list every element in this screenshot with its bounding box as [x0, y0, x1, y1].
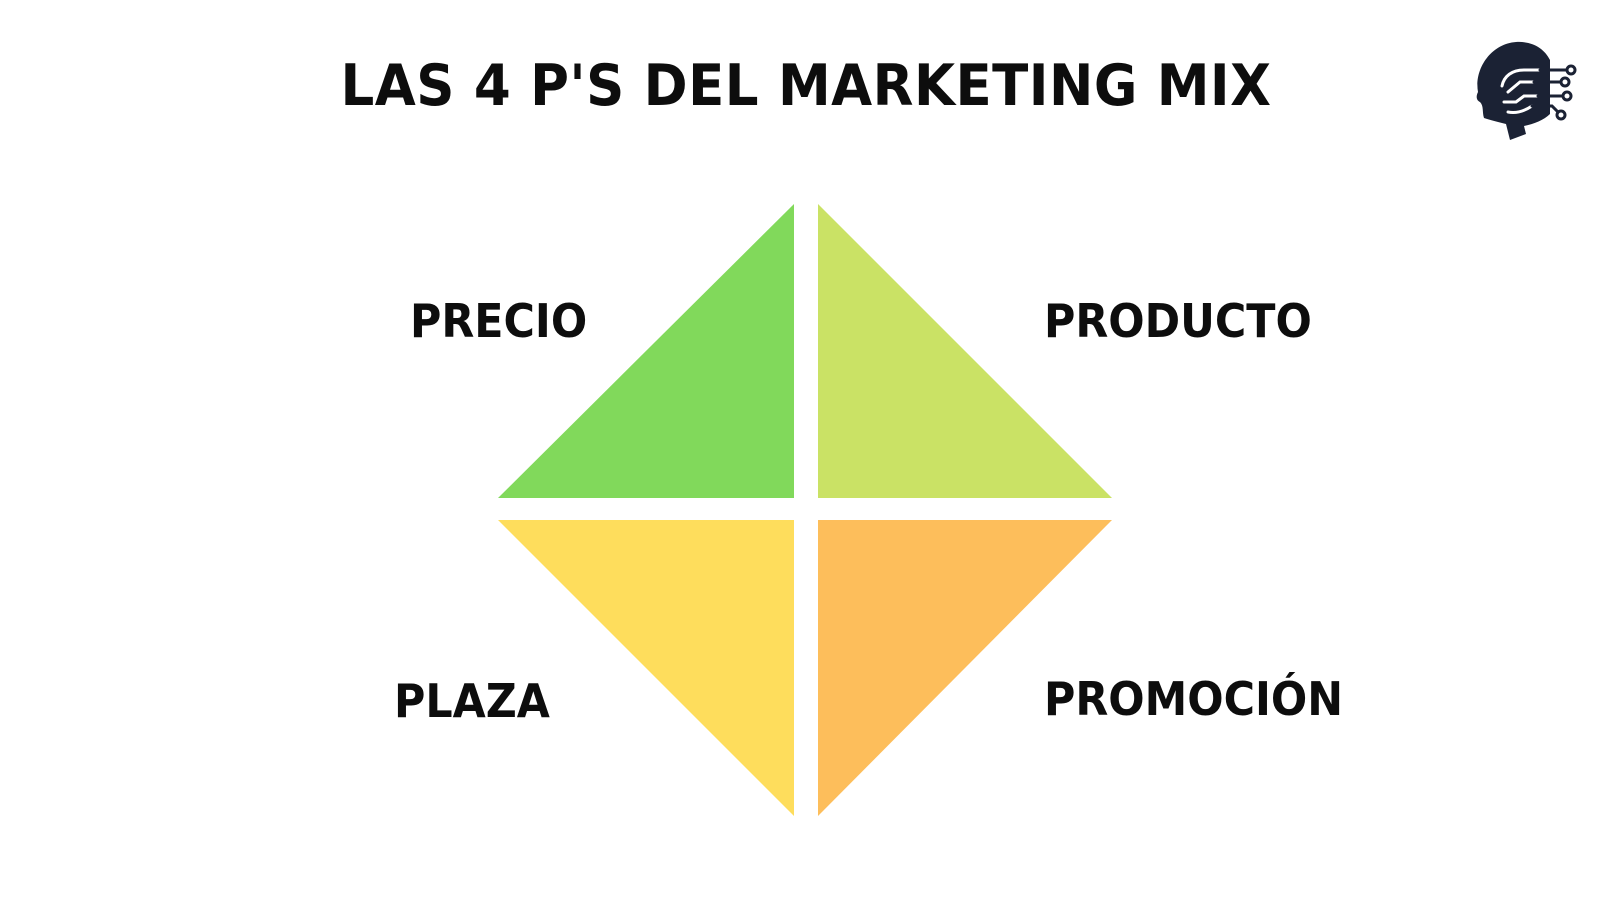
head-circuit-icon — [1476, 41, 1577, 140]
promocion-label: PROMOCIÓN — [1044, 672, 1344, 726]
precio-label: PRECIO — [410, 294, 588, 348]
precio-triangle — [498, 204, 794, 498]
producto-label: PRODUCTO — [1044, 294, 1312, 348]
plaza-triangle — [498, 520, 794, 816]
plaza-label: PLAZA — [394, 674, 550, 728]
producto-triangle — [818, 204, 1112, 498]
promocion-triangle — [818, 520, 1112, 816]
diagram-title: LAS 4 P'S DEL MARKETING MIX — [340, 53, 1272, 119]
